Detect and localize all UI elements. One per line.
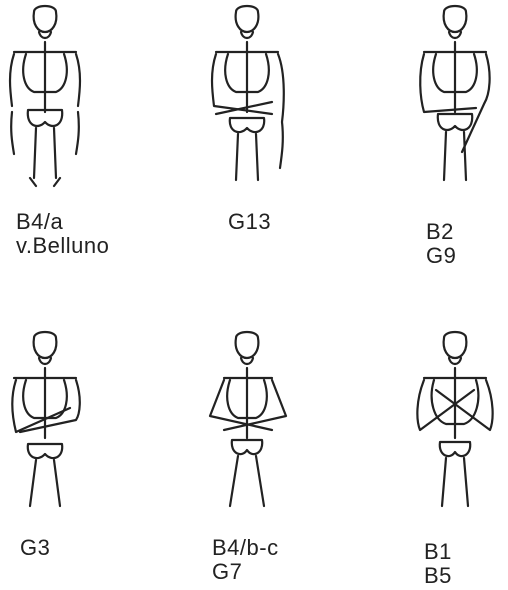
label-line: B4/a: [16, 210, 109, 234]
right-arm: [20, 380, 80, 432]
label-line: G7: [212, 560, 279, 584]
right-arm: [278, 54, 284, 168]
legs: [442, 458, 468, 506]
label-line: B2: [426, 220, 456, 244]
legs: [230, 456, 264, 506]
skeleton-b4a: [0, 2, 90, 188]
skeleton-g3: [0, 328, 90, 514]
skeleton-b4bc: [202, 328, 292, 514]
label-g3: G3: [20, 536, 50, 560]
legs: [444, 132, 466, 180]
legs: [236, 134, 258, 180]
label-line: B5: [424, 564, 452, 588]
right-arm: [76, 54, 80, 154]
pelvis: [438, 114, 472, 130]
label-line: B1: [424, 540, 452, 564]
pelvis: [440, 442, 470, 456]
skeleton-b1: [410, 328, 500, 514]
label-b1: B1 B5: [424, 540, 452, 588]
skull: [444, 332, 467, 358]
left-arm: [10, 54, 14, 154]
legs: [30, 460, 60, 506]
label-line: B4/b-c: [212, 536, 279, 560]
label-b2: B2 G9: [426, 220, 456, 268]
skull: [444, 6, 467, 32]
right-arm: [224, 380, 286, 430]
skull: [34, 332, 57, 358]
pelvis: [28, 444, 62, 458]
label-line: G9: [426, 244, 456, 268]
label-line: v.Belluno: [16, 234, 109, 258]
skeleton-g13: [202, 2, 292, 188]
skeleton-b2: [410, 2, 500, 188]
skull: [34, 6, 57, 32]
legs: [30, 128, 60, 186]
pelvis: [232, 440, 262, 454]
label-line: G3: [20, 536, 50, 560]
skull: [236, 332, 259, 358]
label-b4bc: B4/b-c G7: [212, 536, 279, 584]
label-g13: G13: [228, 210, 271, 234]
skull: [236, 6, 259, 32]
left-arm: [420, 54, 476, 112]
pelvis: [230, 118, 264, 132]
label-line: G13: [228, 210, 271, 234]
left-arm: [210, 380, 272, 430]
label-b4a: B4/a v.Belluno: [16, 210, 109, 258]
